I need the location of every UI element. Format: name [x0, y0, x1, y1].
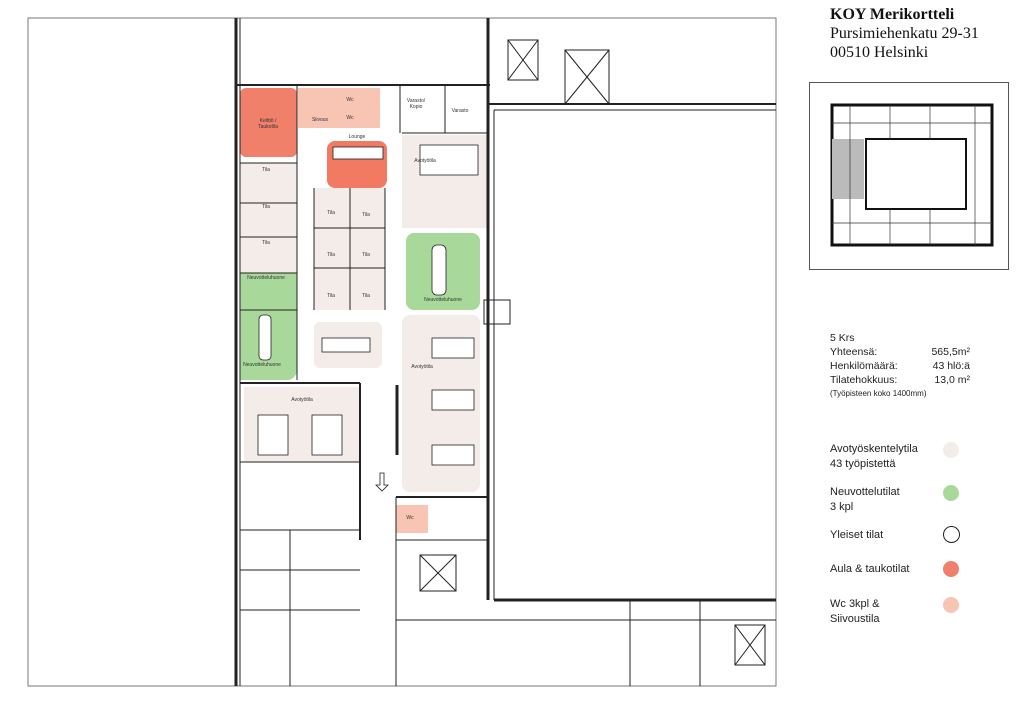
room-label-wc: Wc: [346, 115, 354, 121]
legend-label: Wc 3kpl &: [830, 598, 880, 610]
room-label-wc: Wc: [406, 515, 414, 521]
legend-item: Wc 3kpl & Siivoustila: [830, 597, 940, 627]
legend-label: Neuvottelutilat: [830, 486, 900, 498]
legend-sublabel: 3 kpl: [830, 501, 854, 513]
room-label-tila: Tila: [327, 210, 335, 216]
room-label-open-office: Avotyötila: [291, 397, 313, 403]
room-label-tila: Tila: [327, 252, 335, 258]
room-label-tila: Tila: [262, 167, 270, 173]
wc-zone: [396, 505, 428, 533]
legend-item: Avotyöskentelytila 43 työpistettä: [830, 442, 940, 472]
person-count-value: 43 hlö:ä: [932, 360, 970, 372]
legend-swatch-wc: [943, 597, 959, 613]
kitchen-zone: [240, 88, 297, 157]
legend-swatch-open-office: [943, 442, 959, 458]
room-zone: [240, 163, 297, 273]
key-map-drawing: [830, 103, 994, 247]
room-label-tila: Tila: [327, 293, 335, 299]
legend-swatch-lobby: [943, 561, 959, 577]
room-label-storage: Varasto: [451, 108, 469, 114]
legend-label: Aula & taukotilat: [830, 563, 910, 575]
total-area-label: Yhteensä:: [830, 346, 878, 358]
legend-item: Neuvottelutilat 3 kpl: [830, 485, 940, 515]
room-label-tila: Tila: [362, 252, 370, 258]
legend-item: Aula & taukotilat: [830, 562, 940, 577]
legend-swatch-meeting: [943, 485, 959, 501]
room-label-meeting: Neuvotteluhuone: [247, 275, 285, 281]
room-label-lounge: Lounge: [348, 134, 366, 140]
meeting-zone: [240, 273, 297, 310]
room-label-wc: Wc: [346, 97, 354, 103]
legend-label: Avotyöskentelytila: [830, 443, 918, 455]
space-efficiency: Tilatehokkuus: 13,0 m²: [830, 374, 970, 388]
room-label-tila: Tila: [262, 240, 270, 246]
legend-swatch-common: [943, 526, 960, 543]
room-label-meeting: Neuvotteluhuone: [243, 362, 281, 368]
room-label-cleaning: Siivous: [311, 117, 329, 123]
person-count-label: Henkilömäärä:: [830, 360, 898, 372]
legend-sublabel: 43 työpistettä: [830, 458, 896, 470]
building-title: KOY Merikortteli: [830, 6, 955, 23]
total-area-value: 565,5m²: [931, 346, 970, 358]
space-efficiency-value: 13,0 m²: [934, 374, 970, 386]
room-label-tila: Tila: [362, 293, 370, 299]
room-label-open-office: Avotyötila: [411, 364, 433, 370]
workstation-note: (Työpisteen koko 1400mm): [830, 389, 927, 398]
person-count: Henkilömäärä: 43 hlö:ä: [830, 360, 970, 374]
room-label-open-office: Avotyötila: [414, 158, 436, 164]
space-efficiency-label: Tilatehokkuus:: [830, 374, 898, 386]
room-label-storage-copy: Varasto/ Kopio: [406, 98, 426, 110]
address-city: 00510 Helsinki: [830, 44, 929, 61]
legend-item: Yleiset tilat: [830, 528, 940, 543]
room-label-tila: Tila: [262, 204, 270, 210]
room-label-kitchen: Keittiö / Taukotila: [258, 118, 278, 130]
legend-label: Yleiset tilat: [830, 529, 884, 541]
key-map: [809, 82, 1009, 270]
address-street: Pursimiehenkatu 29-31: [830, 25, 979, 42]
floor-number: 5 Krs: [830, 332, 855, 344]
total-area: Yhteensä: 565,5m²: [830, 346, 970, 360]
wc-zone: [298, 88, 380, 128]
room-label-tila: Tila: [362, 212, 370, 218]
room-label-meeting: Neuvotteluhuone: [424, 297, 462, 303]
legend-sublabel: Siivoustila: [830, 613, 880, 625]
